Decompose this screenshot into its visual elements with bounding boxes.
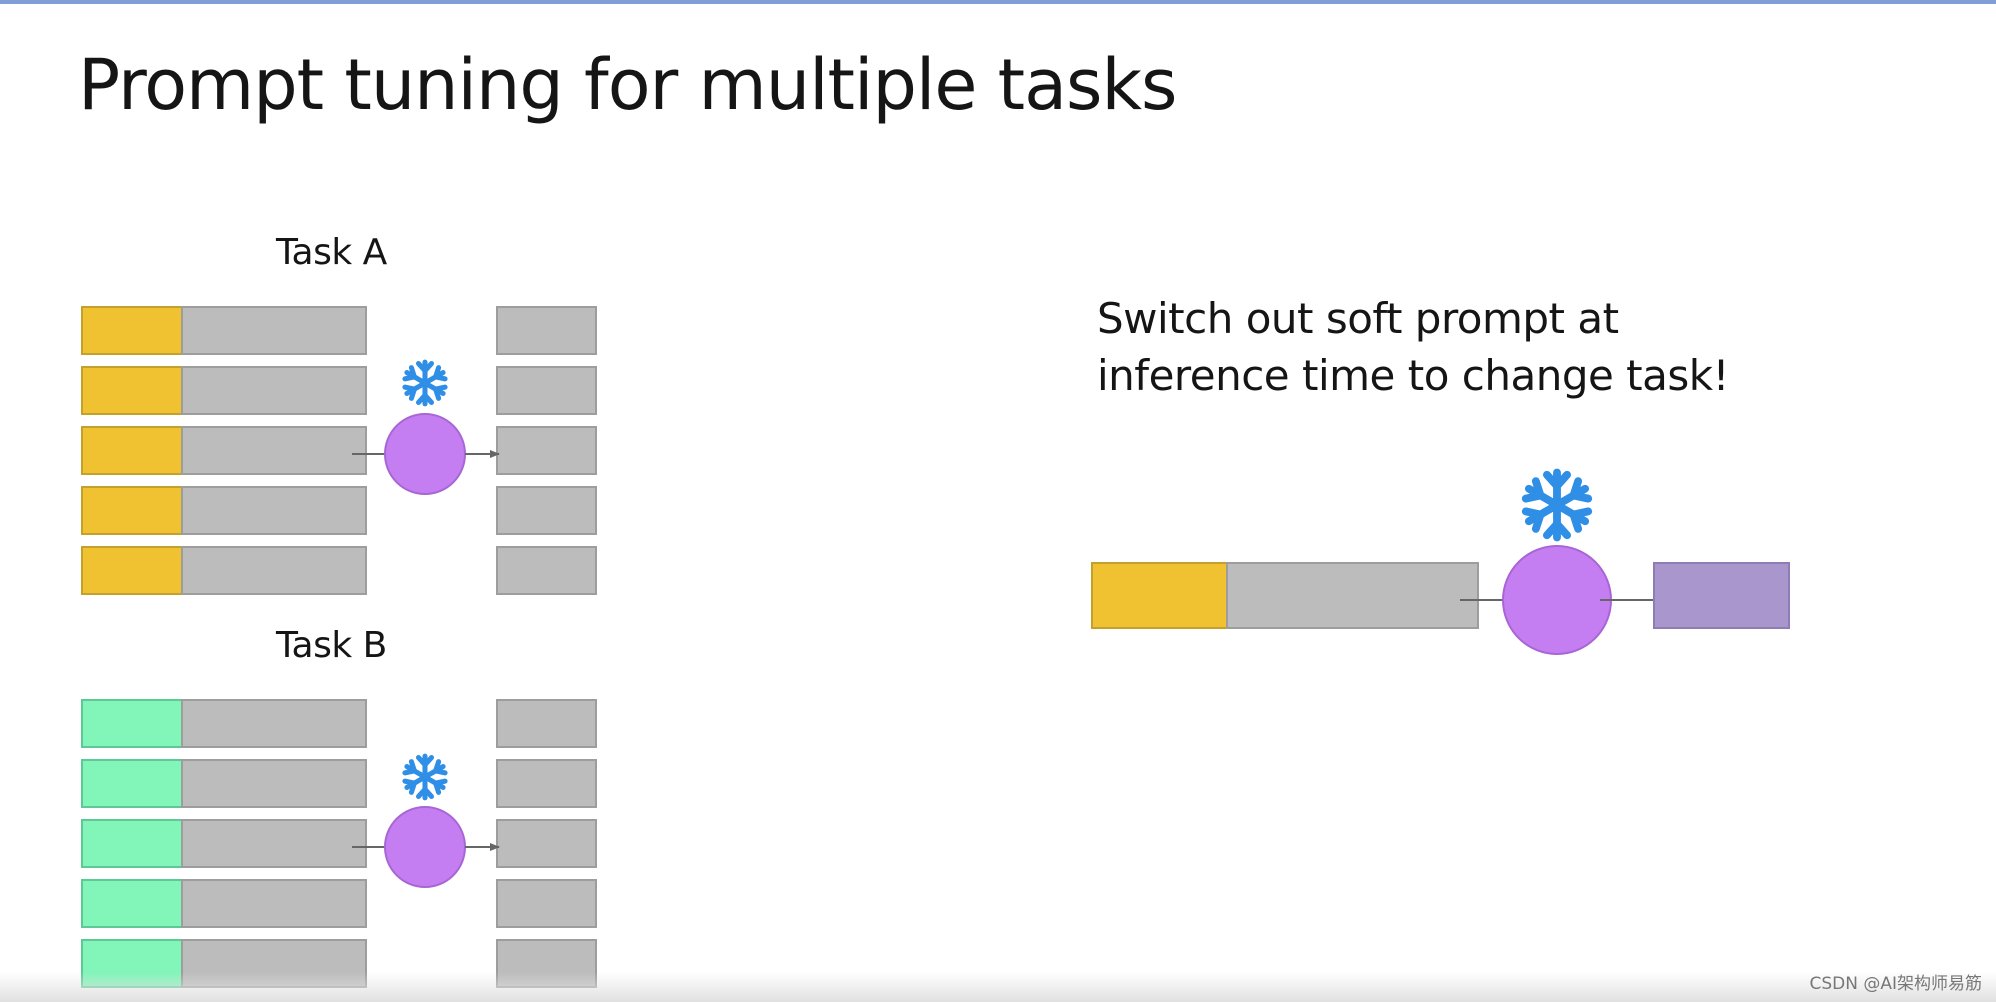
output-token-block xyxy=(496,546,597,595)
snowflake-icon xyxy=(404,362,447,404)
task-b-soft-prompt xyxy=(81,759,183,808)
task-a-row xyxy=(81,486,367,535)
task-b-row xyxy=(81,879,367,928)
task-a-row xyxy=(81,546,367,595)
task-b-soft-prompt xyxy=(81,879,183,928)
task-a-soft-prompt xyxy=(81,366,183,415)
input-tokens xyxy=(181,879,367,928)
caption-line-1: Switch out soft prompt at xyxy=(1097,294,1619,343)
frozen-model-circle xyxy=(1502,545,1612,655)
task-a-soft-prompt xyxy=(81,546,183,595)
caption: Switch out soft prompt at inference time… xyxy=(1097,290,1817,404)
input-tokens xyxy=(181,759,367,808)
task-b-output-rows xyxy=(496,699,597,988)
frozen-model-circle xyxy=(384,806,466,888)
input-tokens xyxy=(181,486,367,535)
task-a-row xyxy=(81,306,367,355)
output-token-block xyxy=(496,879,597,928)
output-token-block xyxy=(496,699,597,748)
task-a-soft-prompt xyxy=(81,486,183,535)
watermark: CSDN @AI架构师易筋 xyxy=(1809,974,1982,994)
input-tokens xyxy=(181,819,367,868)
task-a-soft-prompt xyxy=(81,306,183,355)
task-b-row xyxy=(81,819,367,868)
task-b-group xyxy=(81,699,597,988)
output-token-block xyxy=(496,366,597,415)
task-a-label: Task A xyxy=(276,232,387,273)
task-a-row xyxy=(81,426,367,475)
output-token-block xyxy=(496,486,597,535)
snowflake-icon xyxy=(1524,473,1590,538)
task-b-row xyxy=(81,759,367,808)
output-token-block xyxy=(496,819,597,868)
output-block xyxy=(1653,562,1790,629)
task-a-row xyxy=(81,366,367,415)
task-b-input-rows xyxy=(81,699,367,988)
inference-example xyxy=(1091,473,1790,655)
task-b-label: Task B xyxy=(276,625,387,666)
input-tokens xyxy=(181,426,367,475)
caption-line-2: inference time to change task! xyxy=(1097,351,1729,400)
input-tokens xyxy=(181,366,367,415)
task-a-soft-prompt xyxy=(1091,562,1228,629)
task-a-input-rows xyxy=(81,306,367,595)
top-accent-rule xyxy=(0,0,1996,4)
frozen-model-circle xyxy=(384,413,466,495)
bottom-shade xyxy=(0,972,1996,1002)
output-token-block xyxy=(496,426,597,475)
task-b-soft-prompt xyxy=(81,819,183,868)
task-b-row xyxy=(81,699,367,748)
task-a-soft-prompt xyxy=(81,426,183,475)
input-tokens xyxy=(1226,562,1479,629)
input-tokens xyxy=(181,546,367,595)
output-token-block xyxy=(496,306,597,355)
task-a-output-rows xyxy=(496,306,597,595)
input-tokens xyxy=(181,699,367,748)
output-token-block xyxy=(496,759,597,808)
slide-title: Prompt tuning for multiple tasks xyxy=(78,44,1177,126)
snowflake-icon xyxy=(404,756,447,798)
task-a-group xyxy=(81,306,597,595)
task-b-soft-prompt xyxy=(81,699,183,748)
input-tokens xyxy=(181,306,367,355)
